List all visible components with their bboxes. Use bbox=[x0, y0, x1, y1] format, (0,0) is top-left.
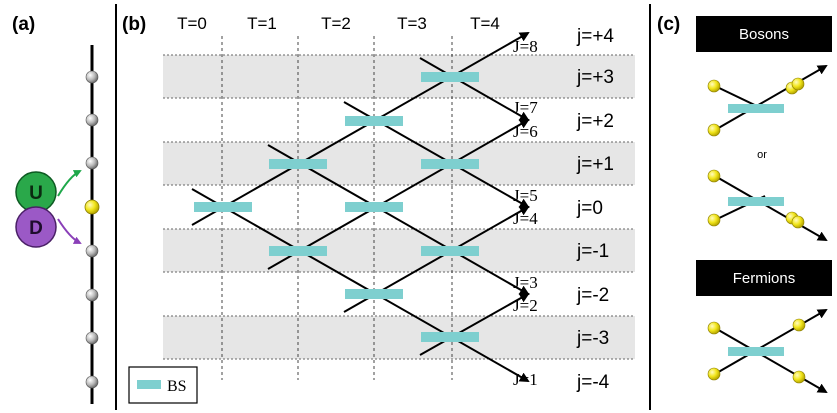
j-label-plus-1: j=+1 bbox=[576, 154, 614, 175]
or-label: or bbox=[757, 149, 767, 161]
j-label-plus-4: j=+4 bbox=[576, 26, 614, 47]
hop-down-arrow bbox=[57, 218, 82, 244]
bs-t2-j2 bbox=[345, 116, 403, 126]
output-label-J5: J=5 bbox=[513, 186, 538, 205]
lattice-site bbox=[85, 244, 99, 258]
down-state-label: D bbox=[29, 218, 43, 239]
panel-c: (c) Bosons or Fermion bbox=[657, 14, 832, 393]
output-label-J3: J=3 bbox=[513, 273, 538, 292]
time-label-2: T=2 bbox=[321, 14, 351, 33]
bs-t1-jm1 bbox=[269, 246, 327, 256]
bosons-header bbox=[696, 16, 832, 52]
occupied-site bbox=[84, 199, 100, 215]
bs-t2-jm2 bbox=[345, 289, 403, 299]
j-label-minus-1: j=-1 bbox=[576, 241, 609, 262]
j-label-minus-4: j=-4 bbox=[576, 372, 610, 393]
lattice-site bbox=[85, 70, 99, 84]
bs-t2-j0 bbox=[345, 202, 403, 212]
lattice-site bbox=[85, 331, 99, 345]
bs-t3-j3 bbox=[421, 72, 479, 82]
bs-t3-jm3 bbox=[421, 332, 479, 342]
output-label-J6: J=6 bbox=[513, 122, 538, 141]
fermions-title: Fermions bbox=[733, 270, 796, 287]
band-j-plus-1 bbox=[163, 142, 635, 185]
time-label-4: T=4 bbox=[470, 14, 500, 33]
output-label-J8: J=8 bbox=[513, 37, 538, 56]
fermions-header bbox=[696, 260, 832, 296]
panel-b-label: (b) bbox=[122, 14, 146, 35]
lattice-site bbox=[85, 156, 99, 170]
band-j-plus-3 bbox=[163, 55, 635, 98]
output-label-J7: J=7 bbox=[513, 98, 538, 117]
output-label-J1: J=1 bbox=[513, 370, 538, 389]
j-label-plus-3: j=+3 bbox=[576, 67, 614, 88]
fermion-antibunching bbox=[707, 309, 828, 393]
band-j-minus-3 bbox=[163, 316, 635, 359]
bs-t1-j1 bbox=[269, 159, 327, 169]
boson-bunching-down bbox=[707, 169, 828, 241]
j-label-minus-3: j=-3 bbox=[576, 328, 609, 349]
walk-paths bbox=[191, 32, 530, 382]
boson-bunching-up bbox=[707, 65, 828, 137]
legend-bs-label: BS bbox=[167, 378, 187, 395]
output-label-J2: J=2 bbox=[513, 296, 538, 315]
beamsplitters bbox=[194, 72, 479, 342]
bs-t3-jm1 bbox=[421, 246, 479, 256]
time-label-1: T=1 bbox=[247, 14, 277, 33]
j-label-0: j=0 bbox=[576, 198, 603, 219]
hop-up-arrow bbox=[57, 170, 82, 197]
bosons-title: Bosons bbox=[739, 26, 789, 43]
lattice-site bbox=[85, 288, 99, 302]
panel-b: (b) T=0 T=1 T=2 T=3 T=4 bbox=[122, 14, 635, 404]
down-state-circle bbox=[15, 206, 57, 248]
panel-a: (a) U D bbox=[12, 14, 100, 404]
lattice-site bbox=[85, 113, 99, 127]
time-label-3: T=3 bbox=[397, 14, 427, 33]
bs-t3-j1 bbox=[421, 159, 479, 169]
band-j-minus-1 bbox=[163, 229, 635, 272]
output-label-J4: J=4 bbox=[513, 209, 538, 228]
legend-bs-swatch bbox=[137, 380, 161, 389]
time-label-0: T=0 bbox=[177, 14, 207, 33]
bs-t0-j0 bbox=[194, 202, 252, 212]
lattice-site bbox=[85, 375, 99, 389]
panel-c-label: (c) bbox=[657, 14, 680, 35]
up-state-label: U bbox=[29, 183, 43, 204]
j-label-plus-2: j=+2 bbox=[576, 111, 614, 132]
row-boundaries bbox=[163, 54, 635, 360]
panel-a-label: (a) bbox=[12, 14, 35, 35]
j-label-minus-2: j=-2 bbox=[576, 285, 609, 306]
